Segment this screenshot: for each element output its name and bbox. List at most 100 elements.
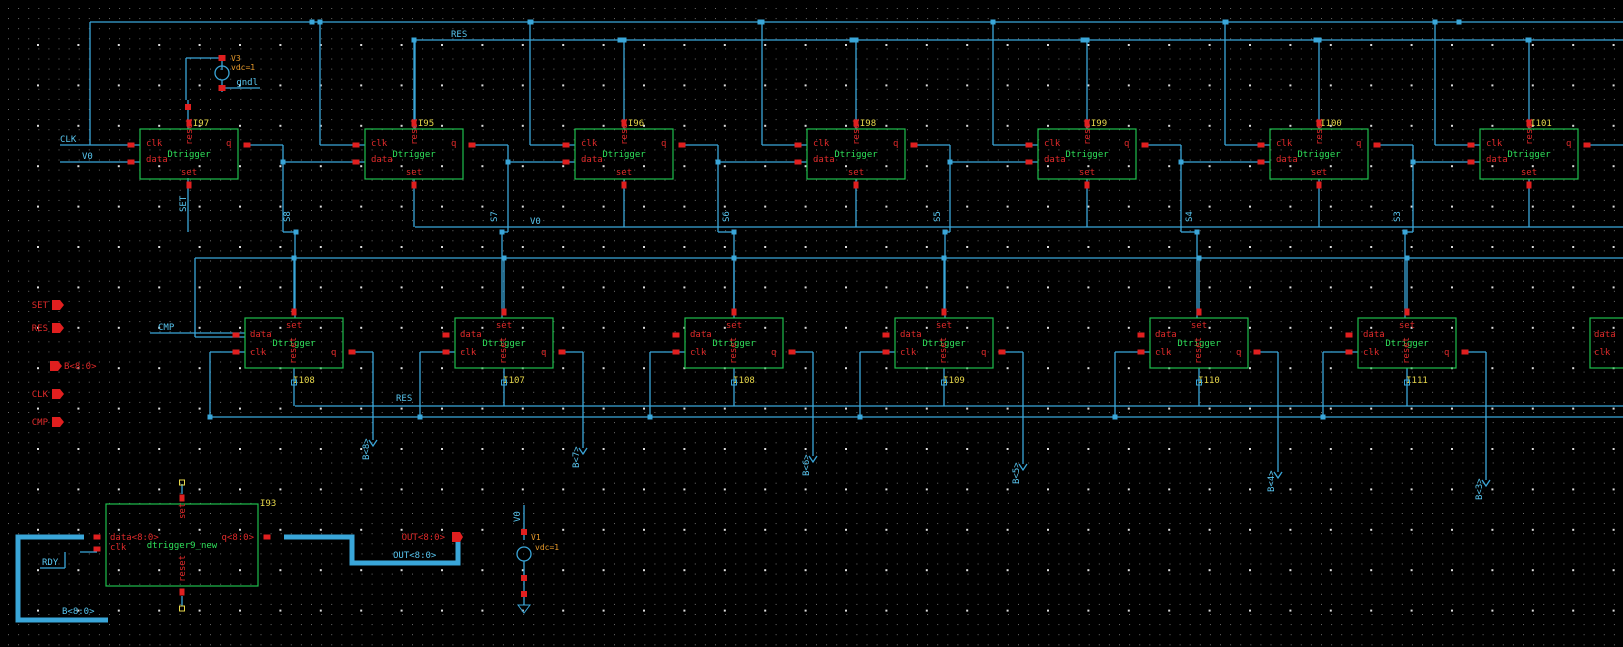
- grid-dot: [1108, 98, 1110, 100]
- grid-dot: [917, 220, 918, 222]
- grid-dot: [684, 280, 686, 282]
- grid-dot: [906, 88, 908, 90]
- grid-dot: [715, 220, 716, 222]
- grid-dot: [715, 58, 716, 60]
- grid-dot: [18, 280, 20, 282]
- grid-dot: [1007, 38, 1009, 40]
- grid-dot: [715, 129, 716, 131]
- grid-dot: [492, 78, 494, 80]
- grid-dot: [1038, 199, 1040, 201]
- grid-dot: [1593, 28, 1595, 30]
- grid-dot: [280, 169, 282, 171]
- grid-dot: [725, 78, 727, 80]
- grid-dot: [391, 280, 393, 282]
- grid-dot: [997, 68, 999, 70]
- grid-dot: [1543, 280, 1545, 282]
- grid-dot: [745, 109, 747, 110]
- grid-dot: [1512, 28, 1514, 30]
- grid-dot: [1290, 199, 1292, 201]
- grid-dot: [1543, 18, 1545, 20]
- grid-dot: [1048, 98, 1050, 100]
- grid-dot: [482, 58, 484, 60]
- grid-dot: [543, 109, 545, 110]
- grid-dot: [573, 230, 575, 232]
- grid-dot: [1018, 169, 1019, 171]
- grid-dot: [149, 78, 151, 80]
- grid-dot: [199, 199, 201, 201]
- grid-dot: [1462, 38, 1464, 40]
- grid-dot: [634, 8, 636, 9]
- grid-dot: [1603, 220, 1605, 222]
- grid-dot: [876, 220, 878, 222]
- grid-dot: [1331, 129, 1333, 131]
- grid-dot: [1028, 169, 1030, 171]
- grid-dot: [88, 280, 90, 282]
- grid-dot: [715, 260, 716, 262]
- grid-dot: [1018, 149, 1019, 151]
- grid-dot: [391, 189, 393, 191]
- grid-dot: [1108, 78, 1110, 80]
- grid-dot: [1321, 220, 1322, 222]
- grid-dot: [1381, 260, 1383, 262]
- grid-dot: [1119, 109, 1120, 110]
- grid-dot: [472, 210, 474, 211]
- grid-dot: [1149, 280, 1151, 282]
- grid-dot: [300, 48, 302, 50]
- grid-dot: [1583, 139, 1585, 141]
- grid-dot: [492, 8, 494, 9]
- grid-dot: [472, 18, 474, 20]
- grid-dot: [1028, 230, 1030, 232]
- grid-dot: [694, 300, 696, 302]
- grid-dot: [1563, 169, 1565, 171]
- grid-dot: [1482, 139, 1484, 141]
- grid-dot: [1139, 149, 1141, 151]
- grid-dot: [492, 210, 494, 211]
- grid-dot: [1250, 220, 1252, 222]
- grid-dot: [755, 290, 757, 292]
- grid-dot: [432, 260, 434, 262]
- grid-dot: [300, 139, 302, 141]
- grid-dot: [8, 18, 9, 20]
- grid-dot: [614, 28, 615, 30]
- grid-dot: [634, 250, 636, 252]
- grid-dot: [1452, 119, 1454, 121]
- grid-dot: [1331, 290, 1333, 292]
- grid-dot: [482, 250, 484, 252]
- grid-dot: [1603, 109, 1605, 110]
- grid-dot: [997, 210, 999, 211]
- grid-dot: [78, 230, 80, 232]
- grid-dot: [1482, 169, 1484, 171]
- grid-dot: [1492, 8, 1494, 9]
- grid-dot: [432, 189, 434, 191]
- grid-dot: [1058, 260, 1060, 262]
- grid-dot: [634, 28, 636, 30]
- grid-dot: [1543, 260, 1545, 262]
- grid-dot: [1179, 48, 1181, 50]
- grid-dot: [68, 119, 70, 121]
- grid-dot: [1613, 179, 1615, 181]
- grid-dot: [502, 199, 504, 201]
- grid-dot: [1290, 290, 1292, 292]
- grid-dot: [68, 18, 70, 20]
- grid-dot: [1472, 109, 1474, 110]
- grid-dot: [765, 230, 767, 232]
- grid-dot: [1260, 210, 1262, 211]
- grid-dot: [391, 28, 393, 30]
- grid-dot: [644, 58, 646, 60]
- grid-dot: [139, 88, 141, 90]
- grid-dot: [371, 210, 373, 211]
- grid-dot: [1452, 88, 1454, 90]
- grid-dot: [1563, 179, 1565, 181]
- grid-dot: [502, 28, 504, 30]
- grid-dot: [38, 311, 40, 312]
- grid-dot: [1553, 260, 1555, 262]
- grid-dot: [1169, 58, 1171, 60]
- grid-dot: [1108, 149, 1110, 151]
- grid-dot: [1492, 119, 1494, 121]
- grid-dot: [210, 139, 211, 141]
- grid-dot: [1422, 98, 1423, 100]
- grid-dot: [977, 210, 979, 211]
- grid-dot: [230, 149, 232, 151]
- grid-dot: [816, 260, 817, 262]
